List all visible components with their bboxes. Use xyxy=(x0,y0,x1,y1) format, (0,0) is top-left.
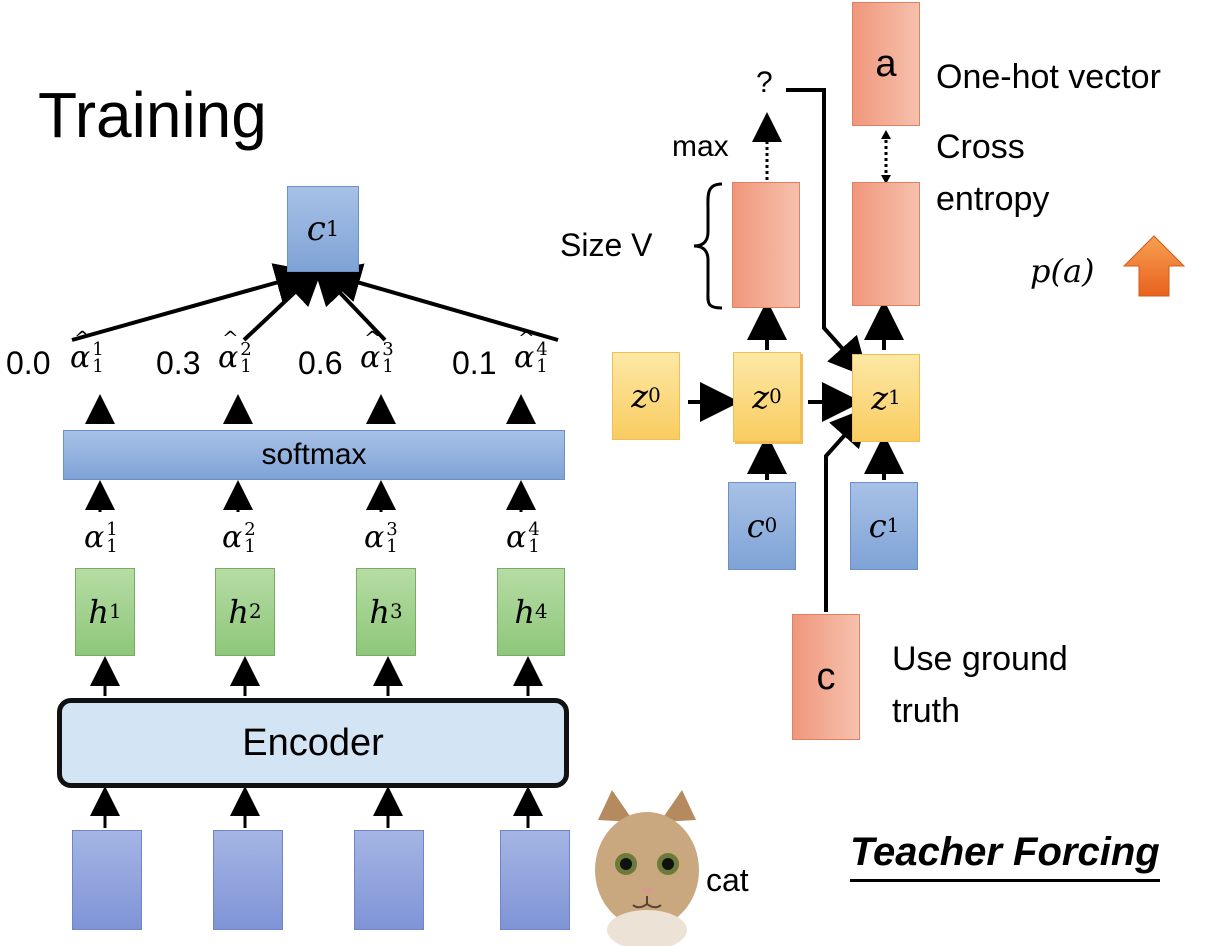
probability-label: p(a) xyxy=(1030,252,1095,290)
alpha-symbol: α xyxy=(364,520,385,555)
alpha-hat-4: α41 xyxy=(514,326,548,377)
weight-2: 0.3 xyxy=(156,345,201,381)
input-vector-3 xyxy=(354,830,424,930)
encoder-block: Encoder xyxy=(57,698,569,788)
alpha-hat-3: α31 xyxy=(360,326,394,377)
page-title: Training xyxy=(38,79,267,151)
alpha-hat-symbol: α xyxy=(360,326,381,375)
alpha-hat-sup: 1 xyxy=(92,338,104,360)
output-distribution-1 xyxy=(732,182,800,308)
alpha-hat-sub: 1 xyxy=(92,355,104,377)
input-vector-4 xyxy=(500,830,570,930)
cross-entropy-line1: Cross xyxy=(936,128,1025,166)
hidden-symbol: h xyxy=(88,593,109,631)
alpha-hat-symbol: α xyxy=(218,326,239,375)
softmax-layer: softmax xyxy=(63,430,565,480)
target-onehot: a xyxy=(852,2,920,126)
alpha-hat-sup: 3 xyxy=(382,338,394,360)
output-distribution-2 xyxy=(852,182,920,306)
edge-alpha2-to-c1 xyxy=(242,265,324,342)
edge-groundtruth-to-z1 xyxy=(824,406,871,612)
alpha-sub: 1 xyxy=(244,535,256,557)
increase-arrow-icon xyxy=(1122,235,1186,297)
alpha-hat-symbol: α xyxy=(70,326,91,375)
size-label: Size V xyxy=(560,227,653,263)
alpha-hat-2: α21 xyxy=(218,326,252,377)
alpha-hat-1: α11 xyxy=(70,326,104,377)
ground-truth-line1: Use ground xyxy=(892,640,1068,678)
cross-entropy-line2: entropy xyxy=(936,180,1050,218)
alpha-symbol: α xyxy=(84,520,105,555)
prediction-unknown: ? xyxy=(756,66,773,99)
c-symbol: c xyxy=(868,507,887,545)
alpha-hat-sup: 2 xyxy=(240,338,252,360)
alpha-symbol: α xyxy=(222,520,243,555)
input-vector-2 xyxy=(213,830,283,930)
alpha-sup: 4 xyxy=(528,518,540,540)
alpha-symbol: α xyxy=(506,520,527,555)
context-symbol: c xyxy=(306,209,326,249)
cat-label: cat xyxy=(706,862,749,898)
teacher-forcing-caption: Teacher Forcing xyxy=(850,830,1160,882)
alpha-hat-sub: 1 xyxy=(382,355,394,377)
alpha-sub: 1 xyxy=(528,535,540,557)
z-symbol: z xyxy=(871,379,889,417)
alpha-hat-sup: 4 xyxy=(536,338,548,360)
alpha-hat-sub: 1 xyxy=(240,355,252,377)
z-symbol: z xyxy=(752,378,770,416)
alpha-hat-symbol: α xyxy=(514,326,535,375)
z-symbol: z xyxy=(631,377,649,415)
edge-alpha1-to-c1 xyxy=(71,263,316,342)
weight-4: 0.1 xyxy=(452,345,497,381)
ground-truth-line2: truth xyxy=(892,692,961,730)
input-vector-1 xyxy=(72,830,142,930)
edge-question-to-z1 xyxy=(786,88,869,378)
ground-truth-token: c xyxy=(792,614,860,740)
c-symbol: c xyxy=(746,507,765,545)
small-up-arrows xyxy=(85,394,543,828)
alpha-hat-sub: 1 xyxy=(536,355,548,377)
alpha-sup: 1 xyxy=(106,518,118,540)
hidden-symbol: h xyxy=(228,593,249,631)
weight-3: 0.6 xyxy=(298,345,343,381)
alpha-sup: 2 xyxy=(244,518,256,540)
max-label: max xyxy=(672,130,729,163)
alpha-sup: 3 xyxy=(386,518,398,540)
onehot-label: One-hot vector xyxy=(936,58,1161,96)
weight-1: 0.0 xyxy=(6,345,51,381)
hidden-symbol: h xyxy=(369,593,390,631)
size-brace xyxy=(693,182,723,310)
alpha-sub: 1 xyxy=(106,535,118,557)
hidden-symbol: h xyxy=(514,593,535,631)
alpha-sub: 1 xyxy=(386,535,398,557)
